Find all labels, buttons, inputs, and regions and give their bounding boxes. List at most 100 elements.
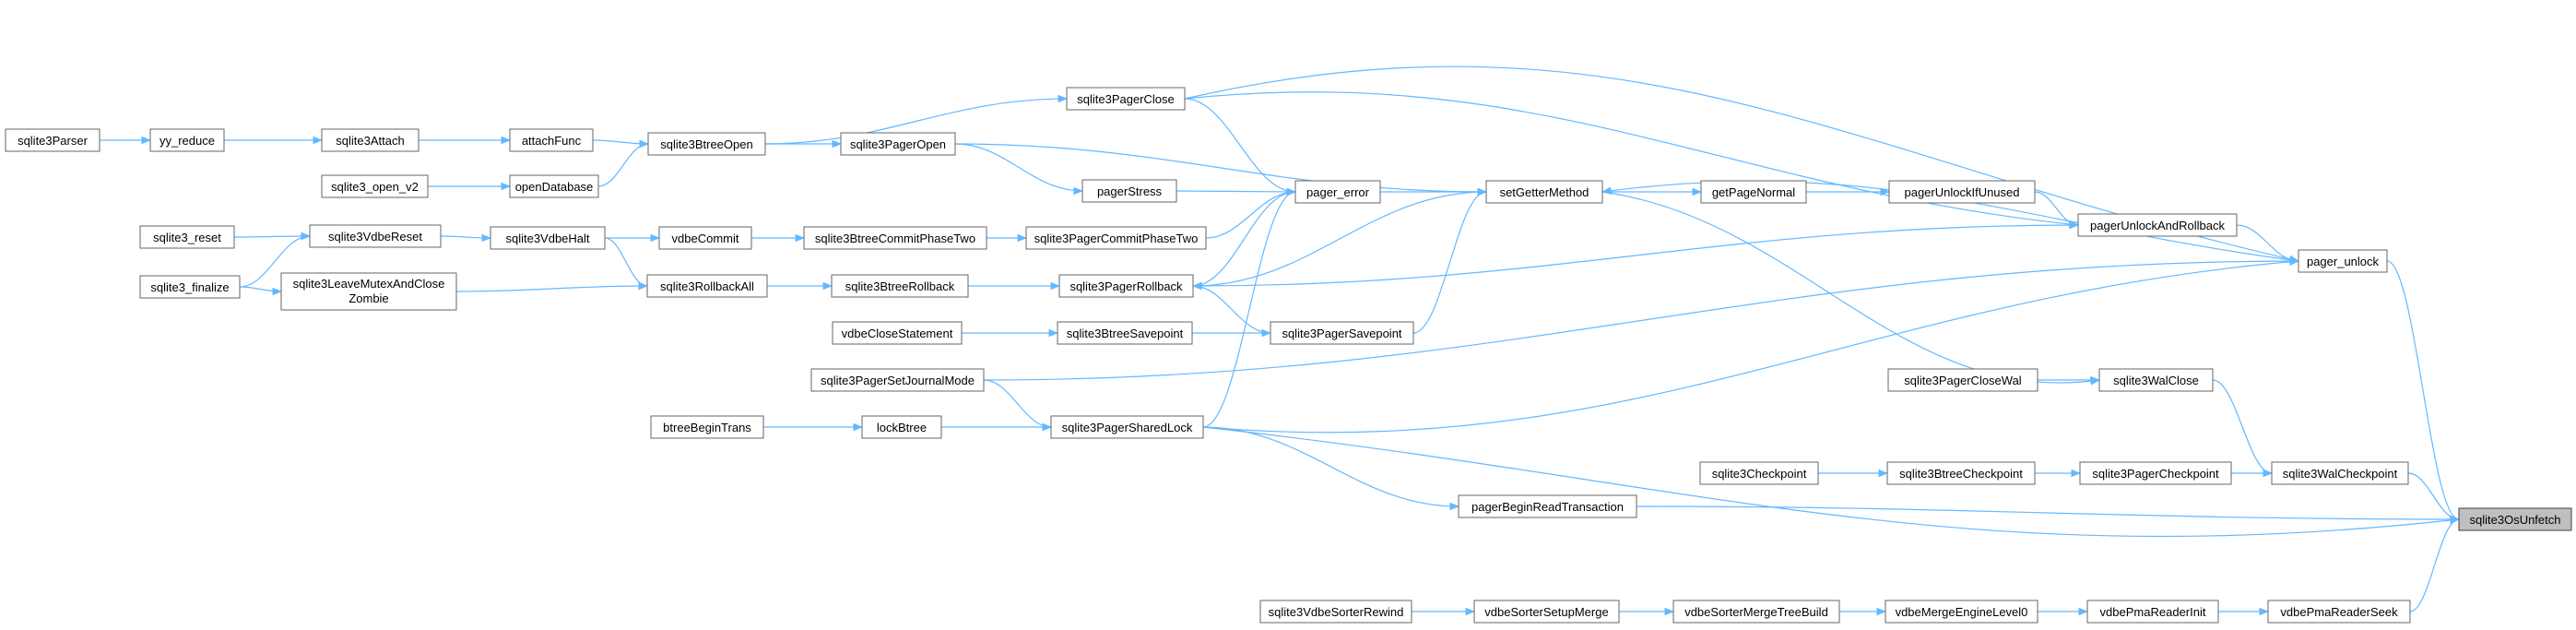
- edge-sqlite3-pager-open-to-set-getter-method: [954, 143, 1488, 196]
- node-pager-begin-read-transaction[interactable]: pagerBeginReadTransaction: [1458, 494, 1637, 518]
- node-sqlite3-vdbe-reset[interactable]: sqlite3VdbeReset: [309, 224, 442, 248]
- node-box: [1888, 180, 2036, 204]
- node-yy-reduce[interactable]: yy_reduce: [149, 128, 225, 152]
- node-sqlite3-pager-checkpoint[interactable]: sqlite3PagerCheckpoint: [2079, 461, 2232, 485]
- node-vdbe-sorter-merge-tree-build[interactable]: vdbeSorterMergeTreeBuild: [1672, 600, 1840, 624]
- node-sqlite3-pager-savepoint[interactable]: sqlite3PagerSavepoint: [1270, 321, 1414, 345]
- node-box: [149, 128, 225, 152]
- edge-sqlite3-reset-to-sqlite3-vdbe-reset: [233, 232, 312, 241]
- node-label-line2: Zombie: [349, 291, 388, 305]
- node-box: [1700, 180, 1807, 204]
- node-vdbe-sorter-setup-merge[interactable]: vdbeSorterSetupMerge: [1473, 600, 1620, 624]
- node-sqlite3-os-unfetch[interactable]: sqlite3OsUnfetch: [2458, 507, 2572, 531]
- node-sqlite3-pager-open[interactable]: sqlite3PagerOpen: [840, 132, 956, 156]
- node-sqlite3-pager-rollback[interactable]: sqlite3PagerRollback: [1058, 274, 1194, 298]
- node-sqlite3-pager-commit-phase-two[interactable]: sqlite3PagerCommitPhaseTwo: [1025, 226, 1207, 250]
- node-box: [1058, 274, 1194, 298]
- node-label: yy_reduce: [160, 134, 215, 148]
- node-box: [2077, 213, 2238, 237]
- node-box: [650, 415, 764, 439]
- node-sqlite3-pager-shared-lock[interactable]: sqlite3PagerSharedLock: [1050, 415, 1204, 439]
- node-sqlite3-parser[interactable]: sqlite3Parser: [5, 128, 100, 152]
- node-vdbe-merge-engine-level0[interactable]: vdbeMergeEngineLevel0: [1885, 600, 2038, 624]
- node-label: vdbeCloseStatement: [842, 327, 953, 340]
- edge-open-database-to-sqlite3-btree-open: [597, 139, 650, 187]
- node-sqlite3-checkpoint[interactable]: sqlite3Checkpoint: [1699, 461, 1819, 485]
- node-pager-stress[interactable]: pagerStress: [1081, 179, 1177, 203]
- node-sqlite3-reset[interactable]: sqlite3_reset: [139, 225, 235, 249]
- node-label: sqlite3BtreeCheckpoint: [1899, 467, 2023, 481]
- node-pager-unlock-and-rollback[interactable]: pagerUnlockAndRollback: [2077, 213, 2238, 237]
- edge-sqlite3-leave-mutex-and-close-zombie-to-sqlite3-rollback-all: [455, 281, 649, 292]
- node-pager-error[interactable]: pager_error: [1294, 180, 1381, 204]
- node-sqlite3-vdbe-sorter-rewind[interactable]: sqlite3VdbeSorterRewind: [1259, 600, 1412, 624]
- edge-sqlite3-pager-close-to-pager-unlock: [1184, 65, 2300, 264]
- node-box: [5, 128, 100, 152]
- edge-sqlite3-pager-shared-lock-to-pager-error: [1202, 187, 1297, 428]
- node-vdbe-pma-reader-seek[interactable]: vdbePmaReaderSeek: [2267, 600, 2411, 624]
- node-sqlite3-btree-commit-phase-two[interactable]: sqlite3BtreeCommitPhaseTwo: [803, 226, 987, 250]
- node-label: sqlite3Parser: [18, 134, 89, 148]
- node-vdbe-pma-reader-init[interactable]: vdbePmaReaderInit: [2086, 600, 2219, 624]
- node-box: [1259, 600, 1412, 624]
- node-lock-btree[interactable]: lockBtree: [861, 415, 942, 439]
- edge-sqlite3-btree-open-to-sqlite3-pager-close: [764, 94, 1069, 145]
- node-label: getPageNormal: [1712, 185, 1795, 199]
- node-pager-unlock[interactable]: pager_unlock: [2298, 249, 2388, 273]
- edge-sqlite3-pager-shared-lock-to-pager-begin-read-transaction: [1202, 426, 1460, 511]
- node-box: [1485, 180, 1603, 204]
- edge-sqlite3-pager-rollback-to-set-getter-method: [1192, 187, 1488, 287]
- node-box: [2298, 249, 2388, 273]
- edge-pager-begin-read-transaction-to-sqlite3-os-unfetch: [1636, 505, 2461, 524]
- node-get-page-normal[interactable]: getPageNormal: [1700, 180, 1807, 204]
- node-box: [139, 225, 235, 249]
- node-sqlite3-vdbe-halt[interactable]: sqlite3VdbeHalt: [490, 226, 606, 250]
- nodes-layer: sqlite3Parser yy_reduce sqlite3Attach attac…: [5, 87, 2572, 624]
- node-sqlite3-btree-open[interactable]: sqlite3BtreeOpen: [647, 132, 766, 156]
- node-box: [647, 132, 766, 156]
- node-sqlite3-wal-close[interactable]: sqlite3WalClose: [2098, 368, 2214, 392]
- node-box: [1886, 461, 2036, 485]
- node-label: sqlite3BtreeRollback: [845, 279, 955, 293]
- node-box: [1270, 321, 1414, 345]
- node-label: sqlite3WalClose: [2113, 374, 2199, 387]
- node-label: sqlite3PagerClose: [1077, 92, 1175, 106]
- node-open-database[interactable]: openDatabase: [509, 174, 599, 198]
- node-label: vdbePmaReaderSeek: [2280, 605, 2398, 619]
- node-box: [2086, 600, 2219, 624]
- edge-sqlite3-pager-shared-lock-to-sqlite3-os-unfetch: [1202, 426, 2461, 538]
- node-sqlite3-open-v2[interactable]: sqlite3_open_v2: [321, 174, 429, 198]
- edge-vdbe-pma-reader-seek-to-sqlite3-os-unfetch: [2409, 515, 2461, 612]
- node-box: [1025, 226, 1207, 250]
- node-vdbe-commit[interactable]: vdbeCommit: [658, 226, 752, 250]
- node-box: [309, 224, 442, 248]
- node-box: [803, 226, 987, 250]
- node-label: sqlite3PagerCheckpoint: [2092, 467, 2219, 481]
- node-box: [1081, 179, 1177, 203]
- node-box: [2458, 507, 2572, 531]
- edge-pager-unlock-and-rollback-to-pager-unlock: [2236, 224, 2300, 266]
- edge-attach-func-to-sqlite3-btree-open: [592, 139, 650, 149]
- node-pager-unlock-if-unused[interactable]: pagerUnlockIfUnused: [1888, 180, 2036, 204]
- node-sqlite3-btree-savepoint[interactable]: sqlite3BtreeSavepoint: [1057, 321, 1193, 345]
- node-btree-begin-trans[interactable]: btreeBeginTrans: [650, 415, 764, 439]
- node-label: setGetterMethod: [1500, 185, 1589, 199]
- node-attach-func[interactable]: attachFunc: [509, 128, 594, 152]
- edge-sqlite3-pager-close-to-pager-error: [1184, 98, 1297, 196]
- node-sqlite3-btree-rollback[interactable]: sqlite3BtreeRollback: [831, 274, 969, 298]
- node-sqlite3-pager-close[interactable]: sqlite3PagerClose: [1066, 87, 1186, 111]
- node-vdbe-close-statement[interactable]: vdbeCloseStatement: [832, 321, 963, 345]
- node-box: [1887, 368, 2038, 392]
- node-set-getter-method[interactable]: setGetterMethod: [1485, 180, 1603, 204]
- node-sqlite3-finalize[interactable]: sqlite3_finalize: [139, 275, 241, 299]
- node-label: sqlite3BtreeOpen: [660, 137, 752, 151]
- node-label: pagerBeginReadTransaction: [1471, 500, 1624, 514]
- node-sqlite3-attach[interactable]: sqlite3Attach: [321, 128, 419, 152]
- node-sqlite3-pager-close-wal[interactable]: sqlite3PagerCloseWal: [1887, 368, 2038, 392]
- node-sqlite3-pager-set-journal-mode[interactable]: sqlite3PagerSetJournalMode: [810, 368, 985, 392]
- node-sqlite3-rollback-all[interactable]: sqlite3RollbackAll: [646, 274, 768, 298]
- node-label: sqlite3OsUnfetch: [2470, 513, 2561, 527]
- node-sqlite3-btree-checkpoint[interactable]: sqlite3BtreeCheckpoint: [1886, 461, 2036, 485]
- node-sqlite3-wal-checkpoint[interactable]: sqlite3WalCheckpoint: [2271, 461, 2409, 485]
